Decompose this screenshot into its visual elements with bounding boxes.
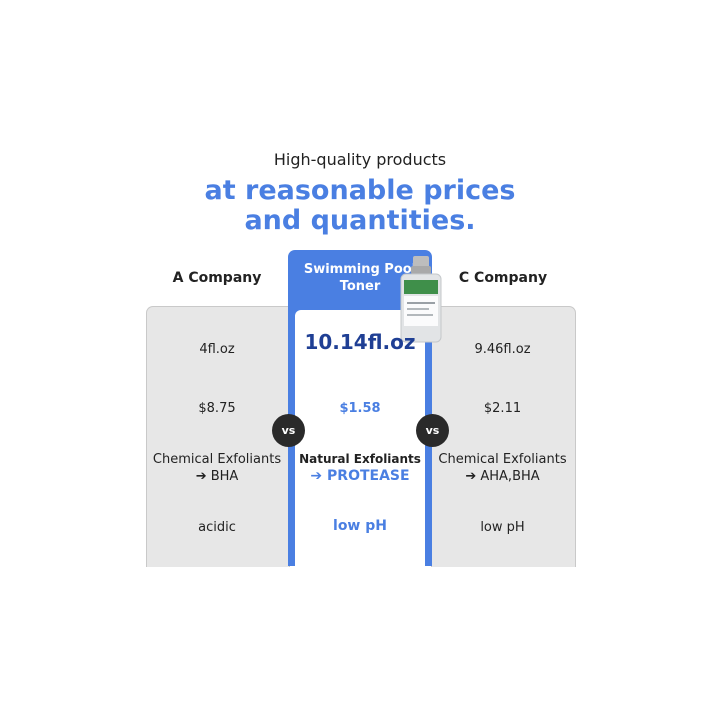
company-a-size: 4fl.oz [199,342,235,357]
company-c-ph: low pH [480,520,525,535]
company-c-exfoliant: Chemical Exfoliants ➔ AHA,BHA [431,451,574,485]
featured-product-title: Swimming Pool Toner [288,261,432,295]
company-c-size: 9.46fl.oz [474,342,531,357]
featured-exfoliant-line1: Natural Exfoliants [299,452,421,466]
company-a-ph: acidic [198,520,236,535]
featured-ph: low pH [333,518,387,534]
company-a-title: A Company [172,270,262,286]
vs-badge-right: vs [416,414,449,447]
company-a-exfoliant-line2: ➔ BHA [195,469,239,484]
featured-product-inner [295,310,425,566]
company-c-price: $2.11 [483,401,522,416]
company-a-card [146,306,290,567]
featured-price: $1.58 [339,401,381,416]
headline-line2a: at reasonable prices [204,175,516,206]
headline-line1: High-quality products [273,150,447,169]
headline-line2b: and quantities. [244,205,476,236]
vs-badge-left: vs [272,414,305,447]
featured-size: 10.14fl.oz [304,330,416,354]
featured-exfoliant-line2: ➔ PROTEASE [310,468,410,484]
company-a-exfoliant: Chemical Exfoliants ➔ BHA [146,451,288,485]
featured-title-line2: Toner [339,279,381,294]
company-a-exfoliant-line1: Chemical Exfoliants [152,452,282,467]
company-c-title: C Company [458,270,548,286]
company-c-exfoliant-line1: Chemical Exfoliants [438,452,567,467]
featured-title-line1: Swimming Pool [303,262,417,277]
company-c-card [431,306,576,567]
featured-exfoliant: Natural Exfoliants ➔ PROTEASE [288,451,432,485]
company-c-exfoliant-line2: ➔ AHA,BHA [465,469,540,484]
headline-main: at reasonable prices and quantities. [0,176,720,236]
toner-bottle-image [400,256,442,343]
company-a-price: $8.75 [198,401,236,416]
